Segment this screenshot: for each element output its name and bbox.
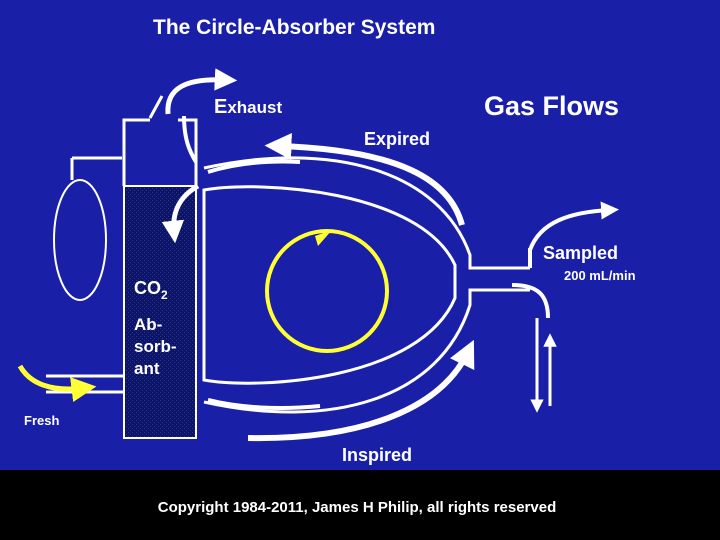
fresh-gas-arrow (17, 364, 97, 402)
inner-circuit-wall (202, 185, 457, 385)
exhaust-label: Exhaust (214, 96, 282, 118)
circle-flow-loop (265, 229, 389, 353)
inspiratory-limb (203, 288, 530, 414)
exhaust-arrow (165, 68, 238, 115)
expiratory-limb (203, 156, 530, 270)
sample-rate-label: 200 mL/min (564, 268, 636, 283)
co2-label: CO2 (134, 278, 168, 302)
expired-label: Expired (364, 129, 430, 149)
copyright-footer: Copyright 1984-2011, James H Philip, all… (158, 499, 557, 516)
absorbant-label-line3: ant (134, 359, 160, 378)
expired-inner-arrow (207, 159, 301, 174)
inspired-label: Inspired (342, 445, 412, 465)
canister-top-left-wall (122, 118, 150, 186)
co2-absorber-canister (123, 185, 197, 439)
inspired-flow-arrow (247, 339, 475, 442)
exhaust-return-curve (182, 115, 198, 164)
sampled-label: Sampled (543, 243, 618, 263)
expired-flow-arrow (264, 132, 465, 226)
fresh-label: Fresh (24, 413, 59, 428)
footer-band (0, 470, 720, 540)
inspired-inner-arrow (207, 398, 321, 410)
slide-background (0, 0, 720, 470)
patient-connector-curve (511, 283, 550, 319)
reservoir-bag (53, 179, 107, 301)
circle-loop-arrowhead (315, 230, 332, 246)
exhaust-valve-flap (148, 95, 164, 119)
absorber-inflow-arrow (161, 183, 200, 244)
gas-flows-heading: Gas Flows (484, 91, 619, 121)
slide-title: The Circle-Absorber System (153, 16, 435, 39)
absorbant-label-line1: Ab- (134, 315, 162, 334)
sampled-flow-arrow (528, 201, 619, 251)
absorbant-label-line2: sorb- (134, 337, 177, 356)
